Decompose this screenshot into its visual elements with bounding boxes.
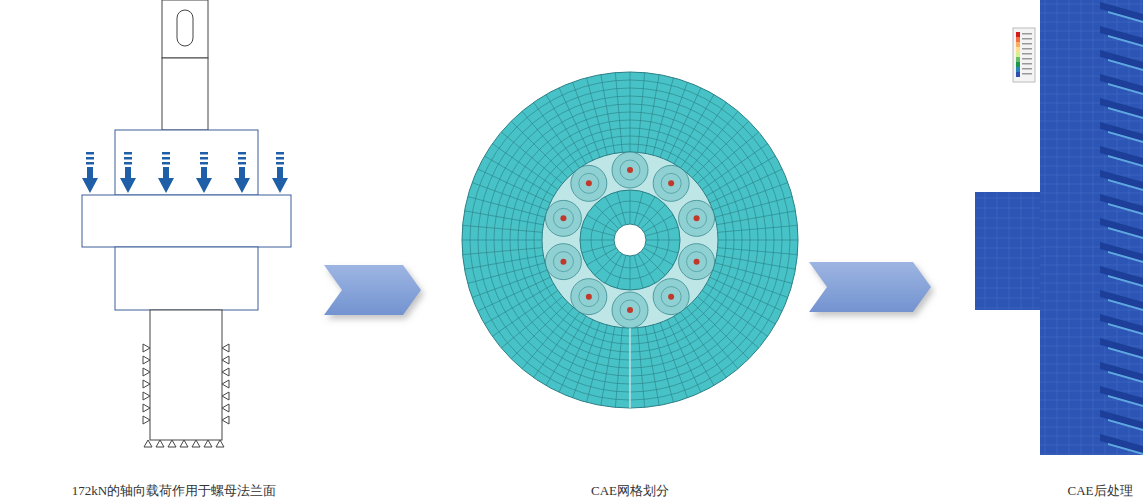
nut-load-schematic	[82, 0, 291, 447]
process-chevron	[324, 265, 421, 315]
load-arrow	[272, 152, 288, 193]
load-arrow	[120, 152, 136, 193]
figure-panel: CAE网格划分	[455, 0, 805, 504]
load-arrow	[158, 152, 174, 193]
figure-panel: 172kN的轴向载荷作用于螺母法兰面	[30, 0, 320, 504]
panel-caption: CAE后处理	[1068, 483, 1133, 499]
figure-panel: CAE后处理	[965, 0, 1143, 504]
load-arrow	[234, 152, 250, 193]
load-arrow	[82, 152, 98, 193]
load-arrow	[196, 152, 212, 193]
mesh-view	[462, 72, 798, 408]
process-chevron	[809, 262, 931, 312]
panel-caption: 172kN的轴向载荷作用于螺母法兰面	[72, 483, 276, 499]
post-processing-view	[975, 0, 1143, 455]
panel-caption: CAE网格划分	[591, 483, 669, 499]
